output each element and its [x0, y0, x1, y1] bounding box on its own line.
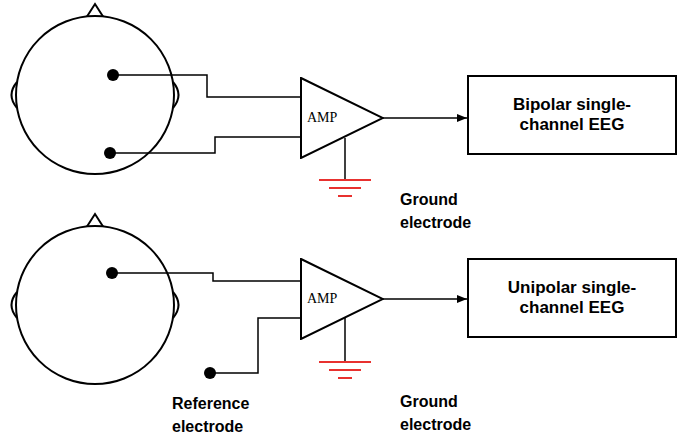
ground-line: [338, 377, 352, 379]
wire: [112, 273, 300, 281]
amplifier: AMP: [300, 77, 384, 159]
electrode-label: Ground electrode: [400, 390, 500, 436]
output-box: Bipolar single-channel EEG: [467, 75, 677, 155]
head-outline: [16, 16, 174, 174]
wire: [210, 318, 300, 373]
output-label: Bipolar single-channel EEG: [482, 95, 662, 136]
ground-wire: [344, 138, 346, 180]
output-box: Unipolar single-channel EEG: [467, 258, 677, 338]
output-label: Unipolar single-channel EEG: [482, 278, 662, 319]
connectors: [383, 118, 467, 299]
ground-line: [319, 179, 371, 181]
signal-line: [383, 117, 467, 119]
amplifier-outline: [301, 78, 383, 158]
head-top: [12, 4, 179, 174]
amplifier-outline: [301, 259, 383, 339]
ground-symbol: [319, 180, 371, 196]
amplifier-label: AMP: [307, 291, 337, 307]
ground-line: [329, 369, 361, 371]
ground-line: [329, 187, 361, 189]
head-bottom: [12, 214, 179, 384]
wire: [113, 75, 300, 97]
ground-symbol: [319, 362, 371, 378]
ground-line: [319, 361, 371, 363]
amplifier-label: AMP: [307, 110, 337, 126]
signal-line: [383, 298, 467, 300]
ground-line: [338, 195, 352, 197]
ground-wire: [344, 318, 346, 362]
electrode-label: Reference electrode: [172, 392, 282, 438]
wire: [110, 137, 300, 153]
electrode-label: Ground electrode: [400, 188, 500, 234]
amplifier: AMP: [300, 258, 384, 340]
head-outline: [16, 226, 174, 384]
